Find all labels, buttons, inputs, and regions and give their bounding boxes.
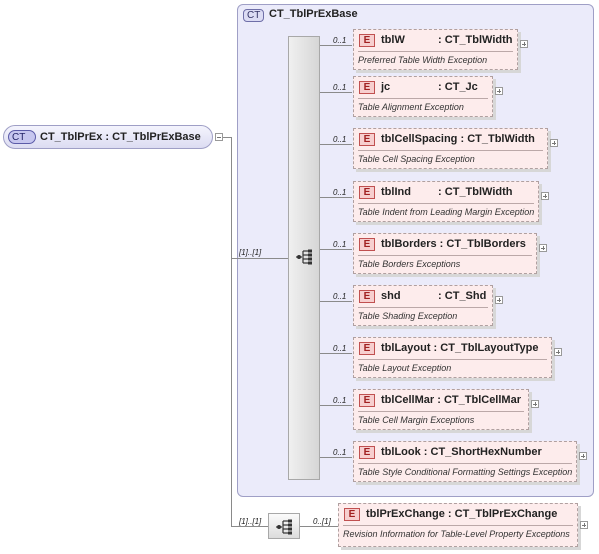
element-description: Table Cell Spacing Exception [358, 154, 475, 164]
element-description: Table Layout Exception [358, 363, 452, 373]
element-name: tblLook : CT_ShortHexNumber [381, 446, 542, 458]
expand-toggle[interactable] [495, 296, 503, 304]
sequence-compositor[interactable] [268, 513, 300, 539]
cardinality-label: 0..1 [333, 344, 347, 353]
element-badge: E [359, 342, 375, 355]
element-badge: E [344, 508, 360, 521]
sequence-icon [276, 519, 292, 535]
element-badge: E [359, 446, 375, 459]
cardinality-label: [1]..[1] [239, 517, 262, 526]
element-description: Table Indent from Leading Margin Excepti… [358, 207, 535, 217]
root-type-label: CT_TblPrEx : CT_TblPrExBase [40, 131, 201, 143]
complex-type-icon: CT [8, 130, 36, 144]
element-name: jc : CT_Jc [381, 81, 478, 93]
element-badge: E [359, 81, 375, 94]
element-name: tblCellSpacing : CT_TblWidth [381, 133, 535, 145]
element-name: tblPrExChange : CT_TblPrExChange [366, 508, 558, 520]
complex-type-badge: CT [243, 9, 265, 22]
expand-toggle[interactable] [541, 192, 549, 200]
sequence-compositor[interactable] [288, 36, 320, 480]
element-description: Table Shading Exception [358, 311, 458, 321]
element-badge: E [359, 290, 375, 303]
element-tblPrExChange[interactable]: E tblPrExChange : CT_TblPrExChange Revis… [338, 503, 578, 547]
element-description: Preferred Table Width Exception [358, 55, 488, 65]
element-name: tblInd : CT_TblWidth [381, 186, 513, 198]
cardinality-label: 0..1 [333, 396, 347, 405]
expand-toggle[interactable] [550, 139, 558, 147]
element-name: tblCellMar : CT_TblCellMar [381, 394, 521, 406]
cardinality-label: 0..1 [333, 188, 347, 197]
cardinality-label: 0..1 [333, 36, 347, 45]
expand-toggle[interactable] [554, 348, 562, 356]
sequence-icon [296, 249, 312, 265]
collapse-toggle-root[interactable] [215, 133, 223, 141]
element-description: Table Style Conditional Formatting Setti… [358, 467, 573, 477]
element-name: shd : CT_Shd [381, 290, 487, 302]
expand-toggle[interactable] [580, 521, 588, 529]
expand-toggle[interactable] [531, 400, 539, 408]
cardinality-label: 0..1 [333, 292, 347, 301]
expand-toggle[interactable] [539, 244, 547, 252]
expand-toggle[interactable] [495, 87, 503, 95]
element-description: Table Alignment Exception [358, 102, 464, 112]
element-badge: E [359, 34, 375, 47]
root-type-node[interactable]: CT CT_TblPrEx : CT_TblPrExBase [3, 125, 213, 149]
element-badge: E [359, 133, 375, 146]
cardinality-label: 0..1 [333, 240, 347, 249]
cardinality-label: 0..1 [333, 83, 347, 92]
element-description: Table Borders Exceptions [358, 259, 461, 269]
cardinality-label: 0..1 [333, 135, 347, 144]
cardinality-label: [1]..[1] [239, 248, 262, 257]
element-badge: E [359, 394, 375, 407]
base-type-title: CT_TblPrExBase [269, 8, 358, 20]
expand-toggle[interactable] [579, 452, 587, 460]
element-badge: E [359, 238, 375, 251]
element-name: tblBorders : CT_TblBorders [381, 238, 526, 250]
cardinality-label: 0..[1] [313, 517, 331, 526]
element-badge: E [359, 186, 375, 199]
expand-toggle[interactable] [520, 40, 528, 48]
cardinality-label: 0..1 [333, 448, 347, 457]
element-description: Revision Information for Table-Level Pro… [343, 529, 570, 539]
element-name: tblW : CT_TblWidth [381, 34, 513, 46]
element-name: tblLayout : CT_TblLayoutType [381, 342, 539, 354]
element-description: Table Cell Margin Exceptions [358, 415, 475, 425]
